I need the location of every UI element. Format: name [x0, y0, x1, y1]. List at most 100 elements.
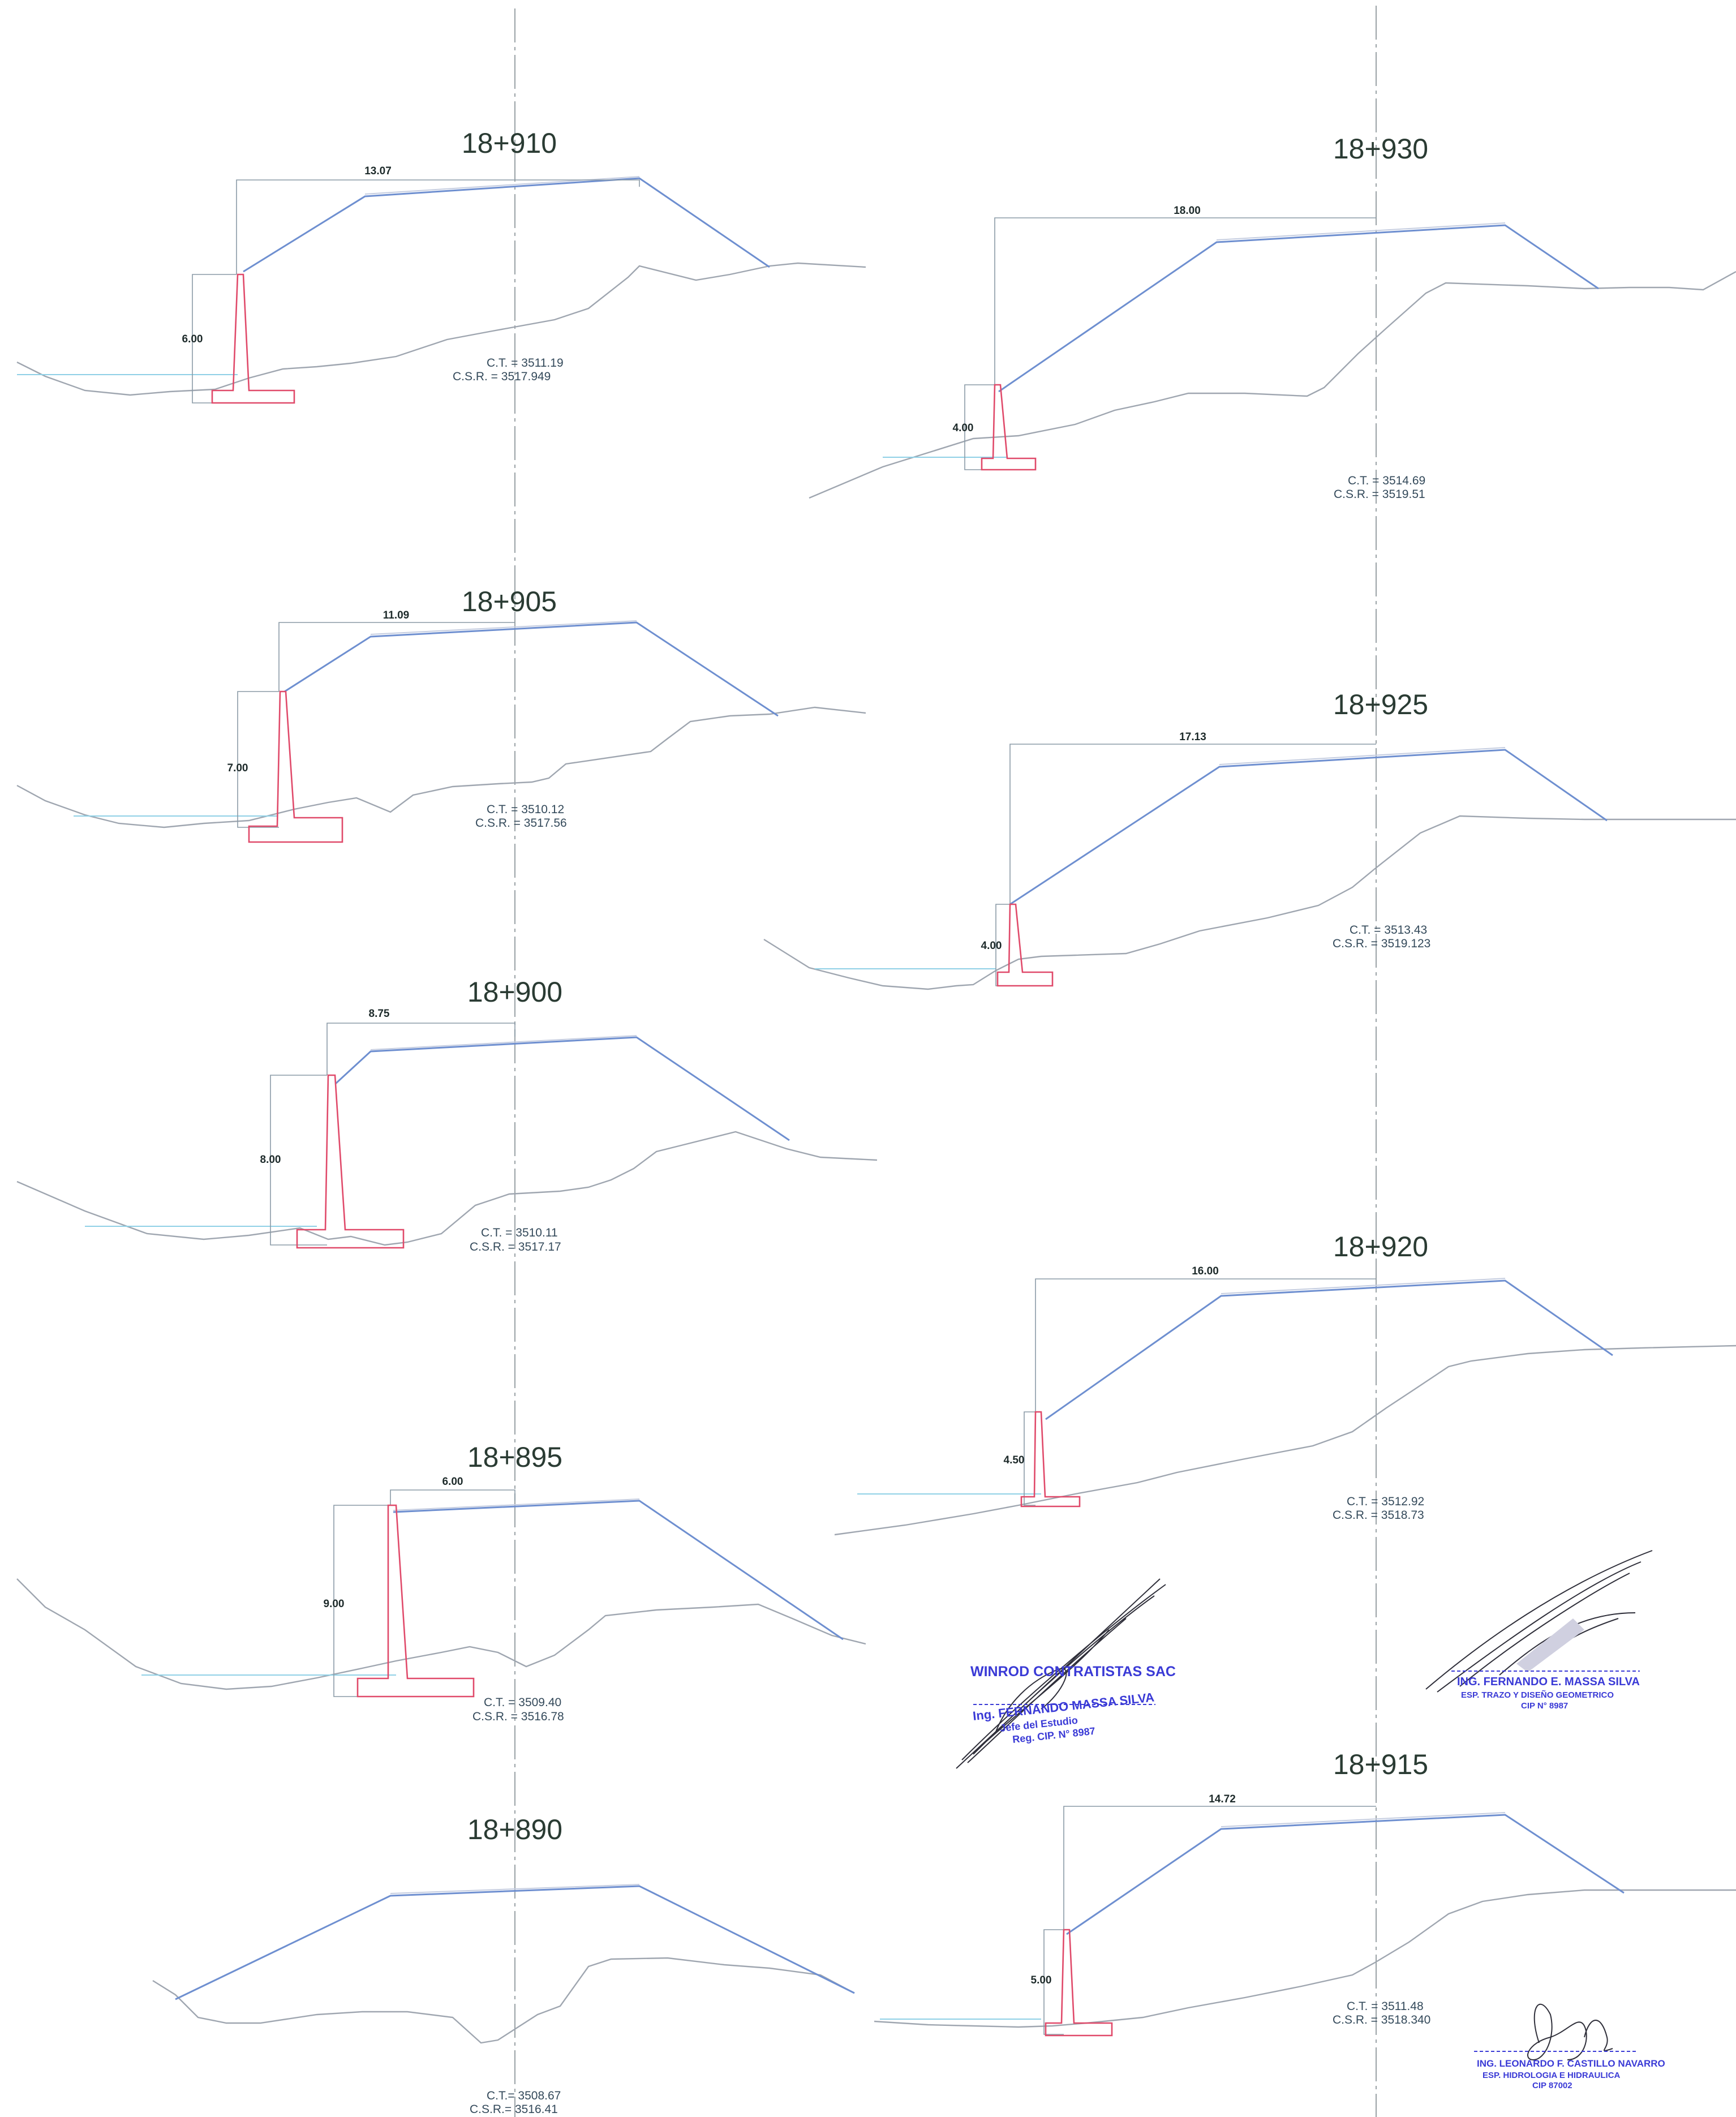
stamp-company: WINROD CONTRATISTAS SAC — [970, 1664, 1176, 1680]
width-label: 14.72 — [1209, 1793, 1236, 1805]
road-profile-edge — [390, 1884, 640, 1894]
stamp-reg: CIP N° 8987 — [1521, 1701, 1568, 1711]
retaining-wall — [981, 384, 1037, 471]
stamp-name: ING. FERNANDO E. MASSA SILVA — [1457, 1676, 1640, 1688]
retaining-wall — [1045, 1929, 1113, 2037]
section-title: 18+925 — [1333, 689, 1428, 720]
ground-line — [809, 270, 1736, 499]
retaining-wall — [211, 273, 295, 404]
csr-label: C.S.R. = 3518.73 — [1333, 1509, 1424, 1522]
section-title: 18+900 — [467, 976, 562, 1008]
ct-label: C.T. = 3509.40 — [484, 1696, 561, 1709]
road-profile — [393, 1500, 844, 1641]
section-title: 18+930 — [1333, 133, 1428, 165]
width-dimension — [994, 217, 1376, 385]
section-18-910: 18+910 13.07 6.00 C.T. = 3511.19 C.S.R. … — [16, 127, 866, 404]
road-profile-edge — [393, 1498, 640, 1511]
section-title: 18+920 — [1333, 1231, 1428, 1263]
road-profile-edge — [1221, 1278, 1506, 1294]
road-profile — [1045, 1279, 1613, 1420]
width-dimension — [278, 622, 515, 692]
road-profile — [175, 1885, 855, 2000]
height-label: 4.00 — [953, 422, 974, 434]
section-18-905: 18+905 11.09 7.00 C.T. = 3510.12 C.S.R. … — [16, 586, 866, 843]
retaining-wall — [296, 1074, 405, 1249]
section-18-930: 18+930 18.00 4.00 C.T. = 3514.69 C.S.R. … — [809, 133, 1736, 501]
width-label: 17.13 — [1179, 731, 1206, 743]
section-18-900: 18+900 8.75 8.00 C.T. = 3510.11 C.S.R. =… — [16, 976, 878, 1253]
width-dimension — [1009, 744, 1376, 904]
section-title: 18+890 — [467, 1814, 562, 1845]
ground-line — [16, 706, 866, 828]
ground-line — [16, 262, 866, 396]
width-dimension — [236, 179, 640, 274]
height-dimension — [270, 1075, 327, 1246]
stamp-contractor: WINROD CONTRATISTAS SAC Ing. FERNANDO MA… — [956, 1578, 1176, 1769]
csr-label: C.S.R. = 3517.56 — [475, 817, 567, 830]
ground-line — [16, 1578, 866, 1690]
ct-label: C.T. = 3512.92 — [1347, 1495, 1424, 1508]
width-dimension — [1035, 1278, 1376, 1412]
height-label: 8.00 — [260, 1154, 281, 1166]
ct-label: C.T. = 3510.11 — [481, 1226, 558, 1239]
road-profile — [334, 1036, 790, 1141]
ct-label: C.T. = 3511.19 — [487, 357, 564, 370]
height-label: 5.00 — [1031, 1974, 1052, 1986]
csr-label: C.S.R. = 3516.78 — [472, 1710, 564, 1723]
width-label: 11.09 — [383, 609, 410, 621]
ct-label: C.T. = 3513.43 — [1350, 924, 1427, 937]
section-18-895: 18+895 6.00 9.00 C.T. = 3509.40 C.S.R. =… — [16, 1441, 866, 1723]
ct-label: C.T.= 3508.67 — [487, 2089, 561, 2102]
ct-label: C.T. = 3510.12 — [487, 803, 564, 816]
ground-line — [152, 1957, 855, 2044]
section-title: 18+905 — [462, 586, 557, 617]
height-label: 7.00 — [227, 762, 248, 774]
csr-label: C.S.R. = 3519.51 — [1334, 488, 1425, 501]
height-label: 9.00 — [324, 1598, 345, 1610]
section-18-890: 18+890 C.T.= 3508.67 C.S.R.= 3516.41 — [152, 1814, 855, 2116]
road-profile-edge — [370, 620, 637, 635]
road-profile — [998, 224, 1599, 393]
width-label: 6.00 — [442, 1476, 463, 1488]
retaining-wall — [1020, 1411, 1081, 1508]
height-label: 4.00 — [981, 940, 1002, 952]
height-dimension — [1024, 1411, 1035, 1506]
road-profile — [284, 621, 779, 717]
width-label: 13.07 — [364, 165, 392, 177]
road-profile-edge — [1221, 1812, 1506, 1827]
ct-label: C.T. = 3514.69 — [1348, 474, 1425, 487]
road-profile — [1009, 749, 1608, 905]
section-title: 18+895 — [467, 1441, 562, 1473]
csr-label: C.S.R. = 3519.123 — [1333, 937, 1430, 950]
stamp-reg: CIP 87002 — [1532, 2081, 1572, 2090]
height-dimension — [237, 691, 279, 828]
height-dimension — [964, 384, 995, 470]
width-dimension — [326, 1023, 515, 1075]
ground-line — [16, 1131, 878, 1246]
signature-geometric — [1425, 1550, 1653, 1693]
ground-line — [874, 1889, 1736, 2028]
width-label: 8.75 — [369, 1008, 390, 1020]
section-18-915: 18+915 14.72 5.00 C.T. = 3511.48 C.S.R. … — [874, 1749, 1736, 2037]
stamp-role: ESP. TRAZO Y DISEÑO GEOMETRICO — [1461, 1690, 1614, 1700]
road-profile-edge — [364, 176, 640, 195]
ground-line — [763, 815, 1736, 990]
ct-label: C.T. = 3511.48 — [1347, 2000, 1424, 2013]
height-label: 4.50 — [1004, 1454, 1025, 1466]
csr-label: C.S.R. = 3518.340 — [1333, 2013, 1430, 2026]
section-18-920: 18+920 16.00 4.50 C.T. = 3512.92 C.S.R. … — [834, 1231, 1736, 1536]
height-dimension — [1043, 1929, 1064, 2035]
road-profile-edge — [1219, 747, 1506, 765]
retaining-wall — [248, 690, 343, 843]
retaining-wall — [996, 903, 1054, 987]
csr-label: C.S.R.= 3516.41 — [470, 2103, 558, 2116]
road-profile-edge — [1216, 222, 1506, 241]
stamp-geometric: ING. FERNANDO E. MASSA SILVA ESP. TRAZO … — [1425, 1550, 1653, 1711]
width-dimension — [1063, 1806, 1376, 1930]
axis-lines — [514, 6, 1377, 2117]
width-label: 16.00 — [1192, 1265, 1219, 1277]
retaining-wall — [356, 1504, 475, 1698]
section-18-925: 18+925 17.13 4.00 C.T. = 3513.43 C.S.R. … — [763, 689, 1736, 990]
ground-line — [834, 1345, 1736, 1536]
